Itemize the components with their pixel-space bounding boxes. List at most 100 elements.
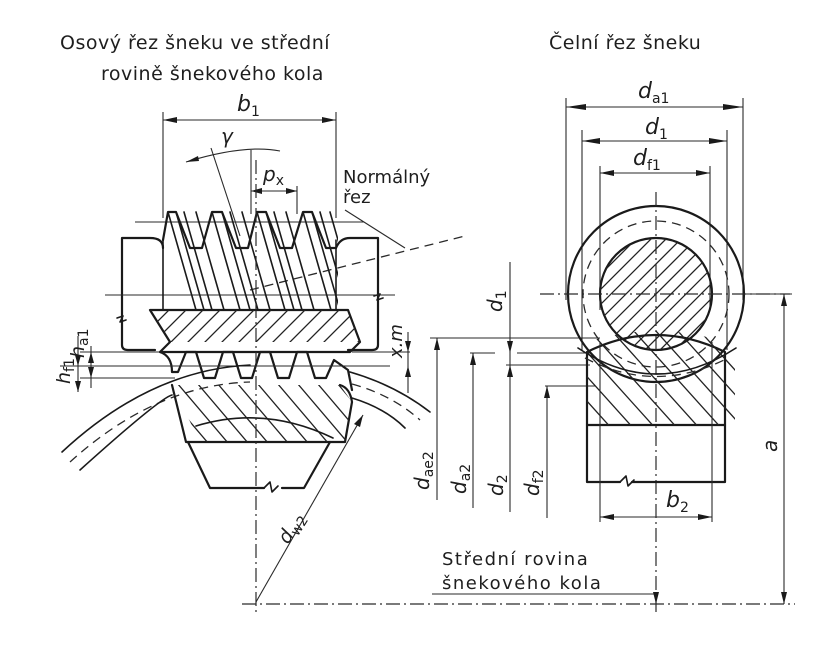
thread-flank-line [167,211,197,311]
hatch-line [587,331,614,425]
middle-plane-label-line2: šnekového kola [442,573,602,594]
thread-flank-line [229,211,259,311]
thread-flank-line [285,211,315,311]
hatch-line [600,238,686,350]
worm-thread-profile [161,210,338,250]
label-da2: da2 [447,464,474,494]
wheel-outer-arc-left [61,364,251,453]
normal-section-label-line1: Normálný [343,167,431,188]
hatch-line [191,310,243,342]
arrow-icon [286,188,297,194]
worm-core-hatch [90,305,360,355]
label-b1: b1 [237,92,260,120]
hatch-line [645,331,735,425]
arrow-icon [75,355,81,366]
label-b2: b2 [666,488,689,516]
label-dae2: dae2 [410,451,437,490]
axial-section-title: Osový řez šneku ve střední rovině šnekov… [60,32,330,85]
axial-view: b1 γ px Normálný řez [53,92,466,612]
hatch-line [600,238,641,350]
hatch-line [276,310,328,342]
meshing-teeth-profile [158,350,354,392]
hatch-line [600,238,712,350]
wheel-rim-section [170,383,354,444]
hatch-line [254,385,311,442]
hatch-line [689,331,735,425]
middle-plane-label-line1: Střední rovina [442,549,589,570]
hatch-line [194,385,251,442]
arrow-icon [322,117,336,123]
arrow-icon [163,117,177,123]
hatch-line [174,385,231,442]
hatch-line [820,235,836,355]
axial-title-line2: rovině šnekového kola [101,63,324,85]
arrow-icon [507,365,513,377]
arrow-icon [75,381,81,392]
arrow-icon [470,353,476,365]
hatch-line [115,380,170,445]
hatch-line [208,310,260,342]
hatch-line [699,238,712,350]
hatch-line [600,238,626,350]
arrow-icon [405,366,411,377]
normal-section-label-line2: řez [343,187,371,208]
wheel-pitch-arc-right [351,383,421,421]
hatch-line [600,238,701,350]
wheel-throat-arc [577,347,737,375]
arrow-icon [88,352,94,363]
arrow-icon [781,294,787,306]
hatch-line [470,320,569,430]
transverse-view: da1 d1 df1 b2 [404,79,836,612]
normal-section-leader [344,209,406,249]
arrow-icon [698,514,712,520]
wheel-pitch-arc-transverse [584,357,729,378]
hatch-line [334,385,352,442]
arrow-icon [653,592,659,604]
lead-angle-line [210,147,241,237]
worm-shaft-left-outline [120,236,165,352]
thread-flank-line [211,211,241,311]
arrow-icon [600,170,614,176]
arrow-icon [781,592,787,604]
arrow-icon [600,514,614,520]
wheel-rim-transverse-hatch [404,320,735,430]
normal-section-plane-line [249,235,466,291]
hatch-line [587,331,636,425]
axial-title-line1: Osový řez šneku ve střední [60,32,330,54]
arrow-icon [354,415,363,427]
label-df1: df1 [633,146,661,174]
wheel-diameter-dimensions: d1 dae2 da2 d2 df2 [410,262,600,518]
hatch-line [404,320,503,430]
wheel-root-arc-left [79,394,173,471]
wheel-outer-arc-right [349,371,431,413]
thread-flank-line [302,211,332,311]
label-d1-side: d1 [483,290,510,312]
dw2-dimension-line [255,414,364,603]
wheel-root-arc-right [351,397,406,429]
wheel-rim-transverse [585,334,727,427]
label-xm: x.m [386,324,407,359]
hatch-line [150,310,158,342]
hatch-line [242,310,294,342]
wheel-hub-arc [195,417,334,439]
hatch-line [745,235,836,355]
arrow-icon [723,104,743,110]
label-a: a [758,440,782,452]
worm-shaft-right-outline [334,236,380,352]
hatch-line [639,238,712,350]
hatch-line [669,238,712,350]
wheel-hub-outline [186,440,332,490]
arrow-icon [709,138,727,144]
hatch-line [90,305,140,355]
hatch-line [75,380,130,445]
hatch-line [150,310,192,342]
thread-flank-line [175,211,205,311]
hatch-line [355,380,410,445]
label-gamma: γ [221,124,234,148]
hatch-line [327,310,360,342]
hatch-line [448,320,547,430]
arrow-icon [544,386,550,398]
arrow-icon [566,104,586,110]
hatch-line [730,235,836,355]
label-ha1: ha1 [67,328,92,358]
